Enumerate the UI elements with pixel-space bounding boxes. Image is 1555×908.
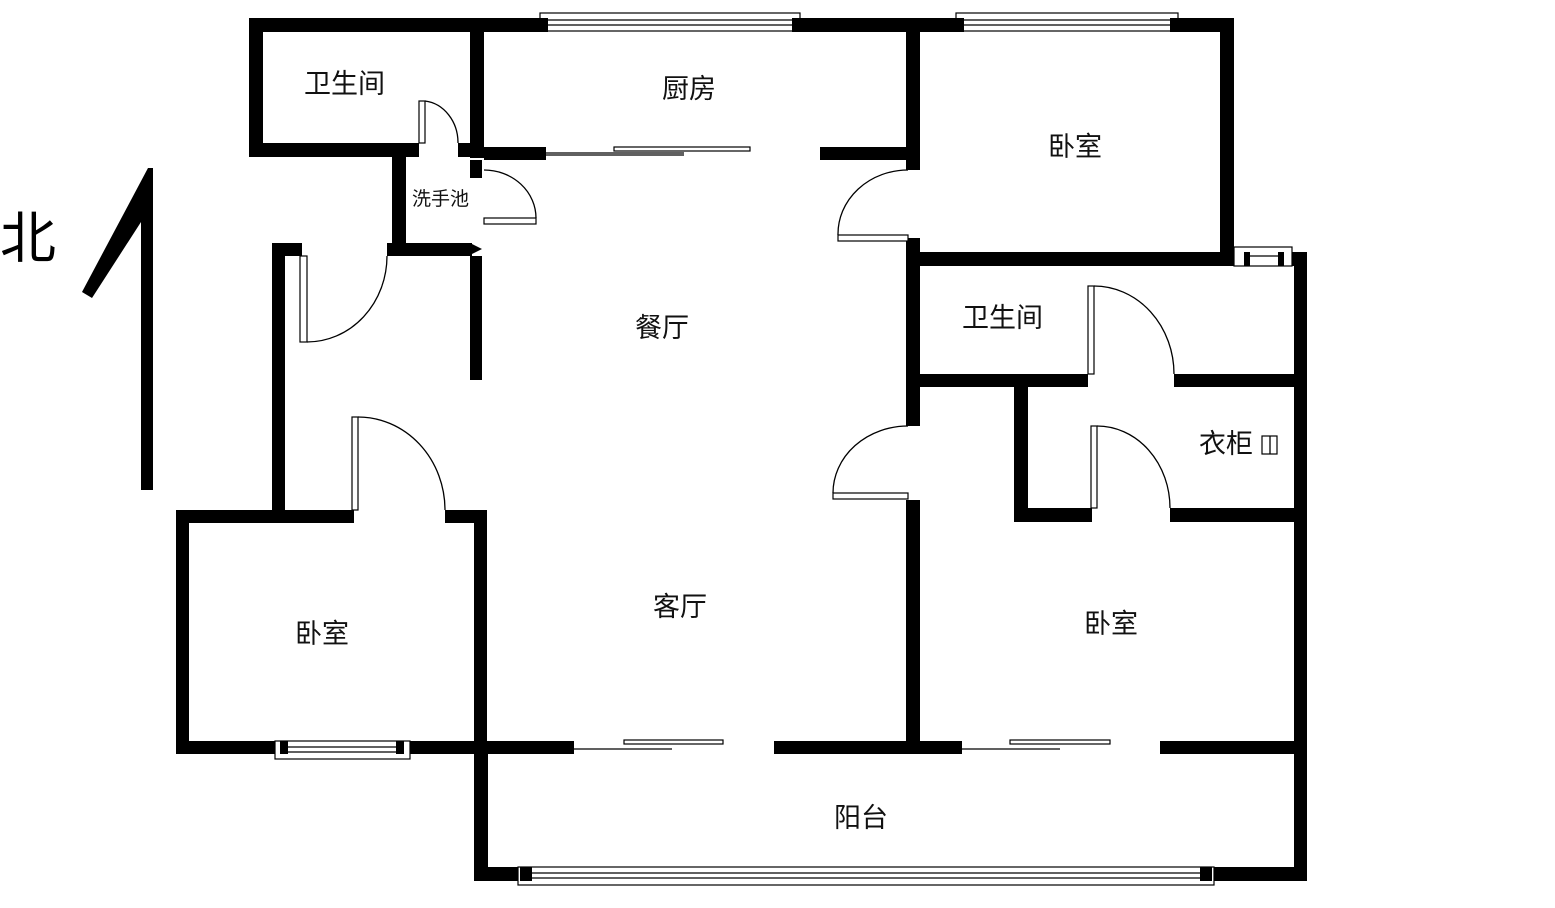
north-label: 北 [0, 207, 56, 272]
walls [176, 18, 1307, 881]
label-kitchen: 厨房 [662, 74, 716, 105]
label-bathroom-e: 卫生间 [962, 303, 1043, 334]
label-bedroom-sw: 卧室 [295, 619, 349, 650]
label-bedroom-ne: 卧室 [1048, 132, 1102, 163]
sliding-doors [546, 146, 1111, 750]
label-wardrobe: 衣柜 [1199, 429, 1253, 460]
label-bathroom-nw: 卫生间 [304, 69, 385, 100]
north-arrow: 北 [0, 168, 153, 490]
label-balcony: 阳台 [834, 803, 888, 834]
swing-doors [299, 100, 1175, 511]
label-wash-basin: 洗手池 [412, 188, 469, 210]
label-bedroom-se: 卧室 [1084, 609, 1138, 640]
room-labels: 卫生间 厨房 卧室 洗手池 餐厅 卫生间 衣柜 卧室 客厅 卧室 阳台 [295, 69, 1253, 834]
label-living: 客厅 [653, 592, 707, 623]
north-arrow-icon [82, 168, 153, 490]
windows [274, 12, 1293, 886]
label-dining: 餐厅 [635, 313, 689, 344]
